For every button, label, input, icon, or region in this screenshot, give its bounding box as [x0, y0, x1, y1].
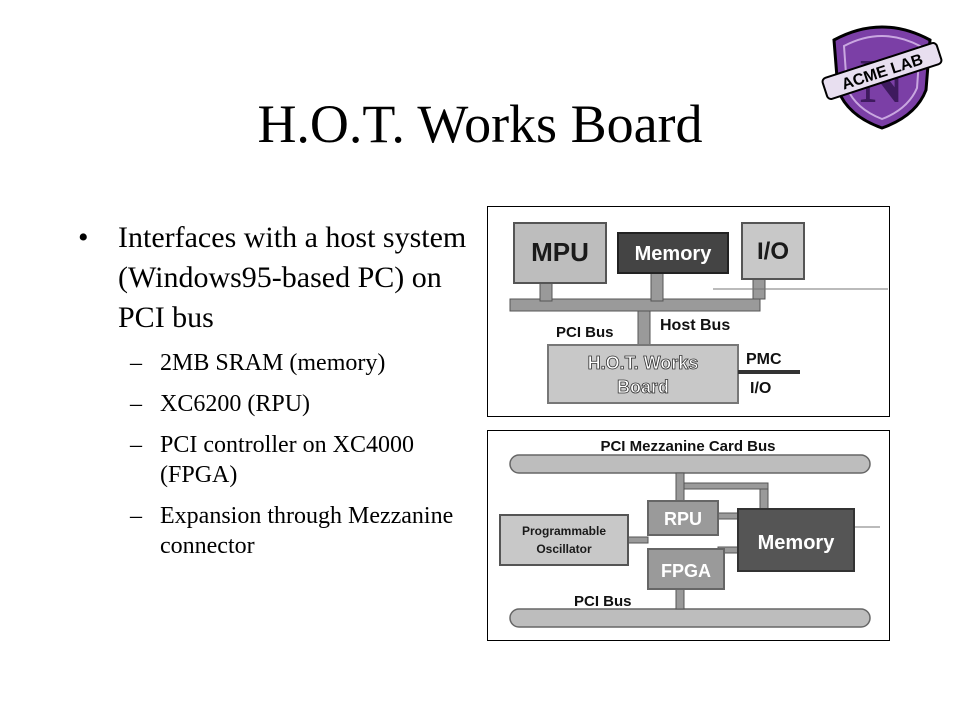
rpu-top-link — [675, 472, 685, 502]
host-bus-line — [509, 298, 761, 312]
fpga-label: FPGA — [661, 561, 711, 581]
oscillator-label-line2: Oscillator — [536, 542, 592, 556]
sub-bullet-item: – XC6200 (RPU) — [130, 391, 311, 417]
acme-lab-logo: N ACME LAB — [821, 25, 943, 130]
board-label-line1: H.O.T. Works — [588, 353, 699, 373]
sub-bullet-text: Expansion through Mezzanine connector — [160, 503, 454, 559]
board-label-line2: Board — [617, 377, 669, 397]
bullet-text: Interfaces with a host system (Windows95… — [118, 221, 467, 334]
memory-label: Memory — [635, 243, 713, 265]
mpu-label: MPU — [531, 237, 589, 267]
sub-bullet-text: XC6200 (RPU) — [160, 391, 311, 417]
mezzanine-bus-line — [509, 454, 871, 474]
memory-label: Memory — [758, 532, 836, 554]
sub-bullet-text: 2MB SRAM (memory) — [160, 350, 386, 376]
rpu-label: RPU — [664, 509, 702, 529]
io-label: I/O — [757, 238, 789, 265]
sub-bullet-list: – 2MB SRAM (memory) – XC6200 (RPU) – PCI… — [130, 348, 478, 561]
oscillator-block — [499, 514, 629, 566]
sub-bullet-item: – Expansion through Mezzanine connector — [130, 501, 478, 561]
bus-memory-link — [683, 482, 769, 490]
memory-block — [617, 232, 729, 274]
host-system-diagram: MPU Memory I/O PCI Bus Host Bus H.O.T. W… — [487, 206, 890, 417]
fpga-block — [647, 548, 725, 590]
board-internals-diagram: PCI Mezzanine Card Bus PCI Bus Programma… — [487, 430, 890, 641]
oscillator-label-line1: Programmable — [522, 524, 606, 538]
pci-bus-label: PCI Bus — [574, 593, 632, 610]
osc-fpga-link — [625, 536, 649, 544]
sub-bullet-item: – PCI controller on XC4000 (FPGA) — [130, 430, 478, 490]
board-connector — [637, 310, 651, 346]
mpu-block — [513, 222, 607, 284]
sub-bullet-text: PCI controller on XC4000 (FPGA) — [160, 432, 414, 488]
mezzanine-bus-label: PCI Mezzanine Card Bus — [600, 438, 775, 455]
bullet-list: • Interfaces with a host system (Windows… — [78, 218, 478, 572]
pci-bus-label: PCI Bus — [556, 324, 614, 341]
memory-block — [737, 508, 855, 572]
rpu-memory-link — [717, 512, 739, 520]
rpu-block — [647, 500, 719, 536]
slide-title: H.O.T. Works Board — [257, 94, 703, 154]
bullet-item: • Interfaces with a host system (Windows… — [78, 218, 478, 338]
bullet-dot: • — [78, 221, 89, 254]
pci-bus-line — [509, 608, 871, 628]
sub-bullet-item: – 2MB SRAM (memory) — [130, 350, 386, 376]
pmc-divider — [738, 370, 800, 374]
pmc-label: PMC — [746, 351, 782, 368]
io-connector — [752, 276, 766, 300]
host-bus-label: Host Bus — [660, 317, 730, 334]
pmc-io-label: I/O — [750, 380, 771, 397]
io-block — [741, 222, 805, 280]
